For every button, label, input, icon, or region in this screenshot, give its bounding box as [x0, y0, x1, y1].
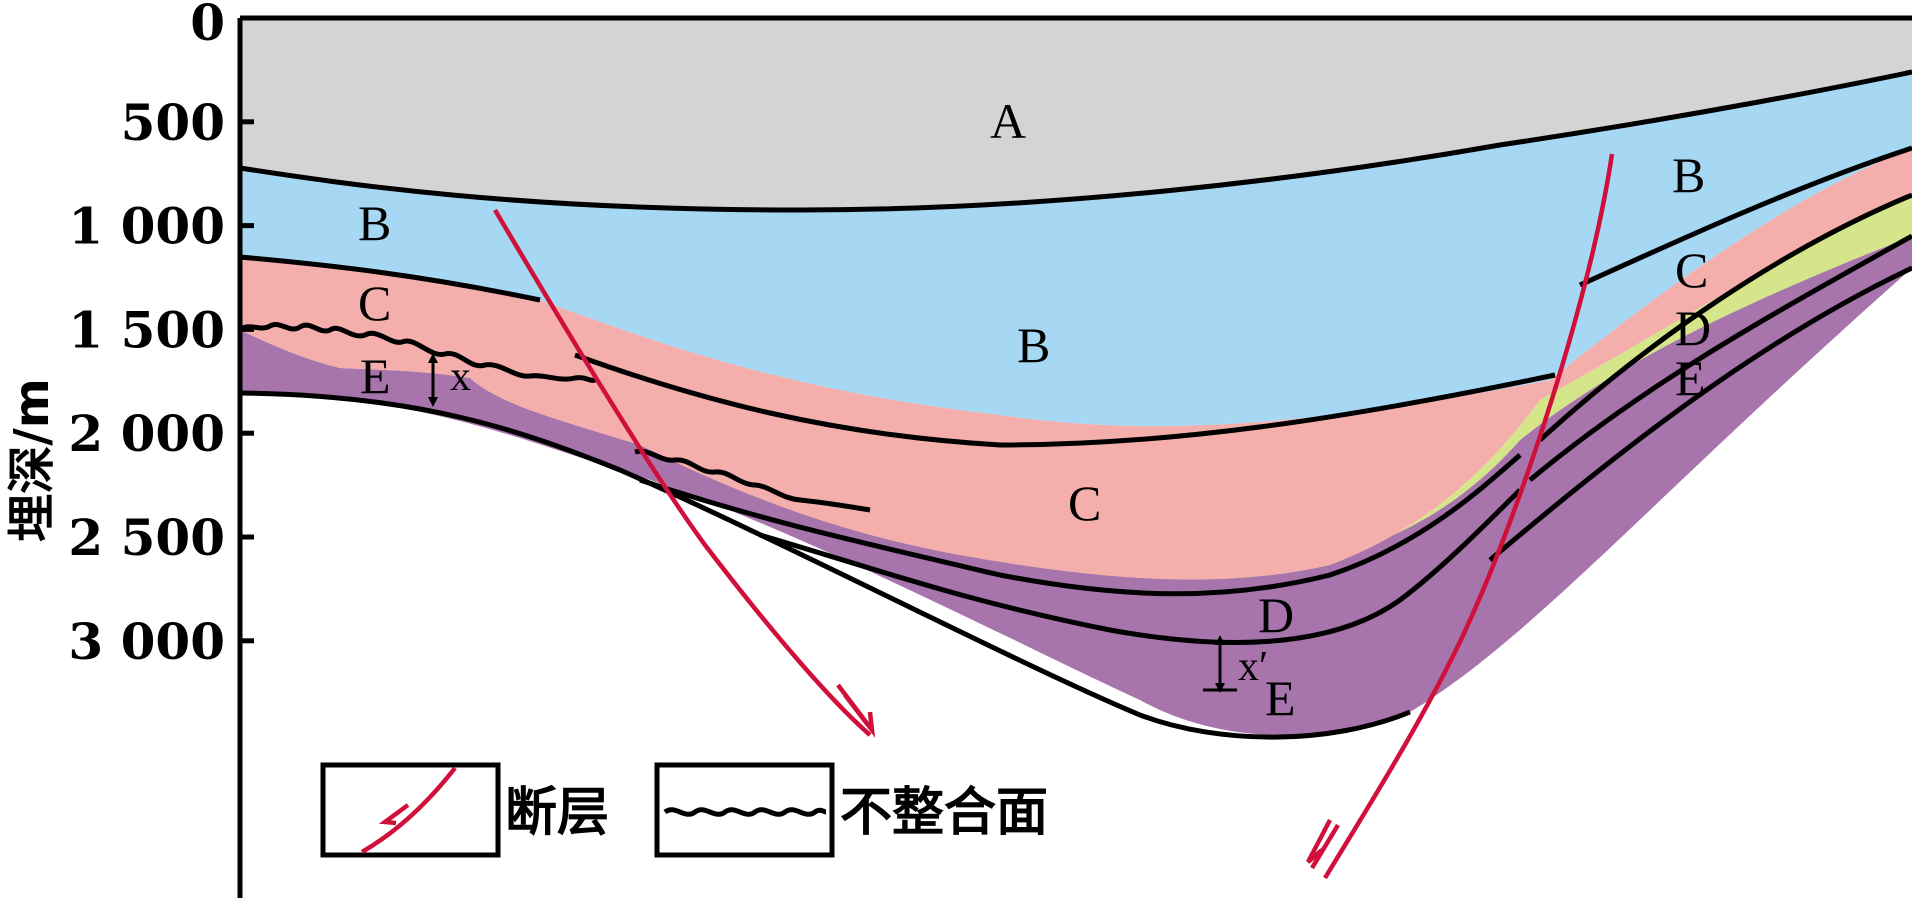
label-a: A	[990, 93, 1026, 149]
contact-b-c-right	[1578, 145, 1912, 288]
unconformity-center	[634, 448, 871, 513]
layer-b-fill	[240, 72, 1912, 427]
contact-b-c-center	[574, 352, 1556, 448]
legend-fault-label: 断层	[505, 783, 609, 843]
y-axis-title: 埋深/m	[4, 378, 60, 542]
y-tick-label: 1 000	[68, 197, 225, 256]
fault-left-arrow-shaft	[843, 693, 870, 727]
layer-e-fill	[240, 236, 1912, 736]
legend-fault-arrow	[378, 803, 410, 826]
legend: 断层 不整合面	[320, 762, 1048, 858]
label-b-right: B	[1672, 147, 1705, 203]
legend-unconformity-label: 不整合面	[840, 783, 1048, 843]
label-b-left: B	[358, 195, 391, 251]
label-d-right: D	[1675, 300, 1711, 356]
label-c-center: C	[1068, 475, 1101, 531]
contact-e-base	[239, 265, 1912, 740]
y-tick-label: 500	[121, 93, 225, 152]
layer-a-fill	[240, 18, 1912, 210]
y-tick-label: 2 500	[68, 508, 225, 567]
label-b-center: B	[1017, 317, 1050, 373]
label-e-left: E	[360, 348, 391, 404]
unconformity-left	[238, 322, 596, 383]
label-e-center: E	[1265, 670, 1296, 726]
y-tick-label: 1 500	[68, 300, 225, 359]
thickness-label-x: x	[450, 354, 471, 400]
contact-d-e	[759, 233, 1912, 645]
label-e-right: E	[1675, 350, 1706, 406]
legend-unconformity-symbol	[663, 807, 827, 817]
y-tick-label: 2 000	[68, 404, 225, 463]
layer-c-fill	[240, 148, 1912, 580]
fault-right-arrow-shaft	[1310, 823, 1340, 870]
fault-right	[1323, 153, 1615, 880]
fault-left	[493, 208, 872, 737]
legend-unconformity-box	[654, 762, 835, 858]
contact-c-d	[639, 192, 1912, 597]
y-tick-label: 0	[190, 0, 225, 52]
y-axis-tick-labels: 0 500 1 000 1 500 2 000 2 500 3 000	[68, 0, 225, 671]
contact-a-b	[239, 69, 1912, 213]
label-c-right: C	[1675, 242, 1708, 298]
label-c-left: C	[358, 275, 391, 331]
contact-b-c-left	[239, 254, 541, 303]
y-tick-label: 3 000	[68, 612, 225, 671]
label-d-center: D	[1258, 587, 1294, 643]
y-axis-ticks	[240, 15, 254, 644]
legend-fault-symbol	[360, 766, 457, 854]
thickness-label-x-prime: x′	[1238, 644, 1268, 690]
fault-right-arrow	[1306, 818, 1332, 864]
legend-fault-box	[320, 762, 501, 858]
